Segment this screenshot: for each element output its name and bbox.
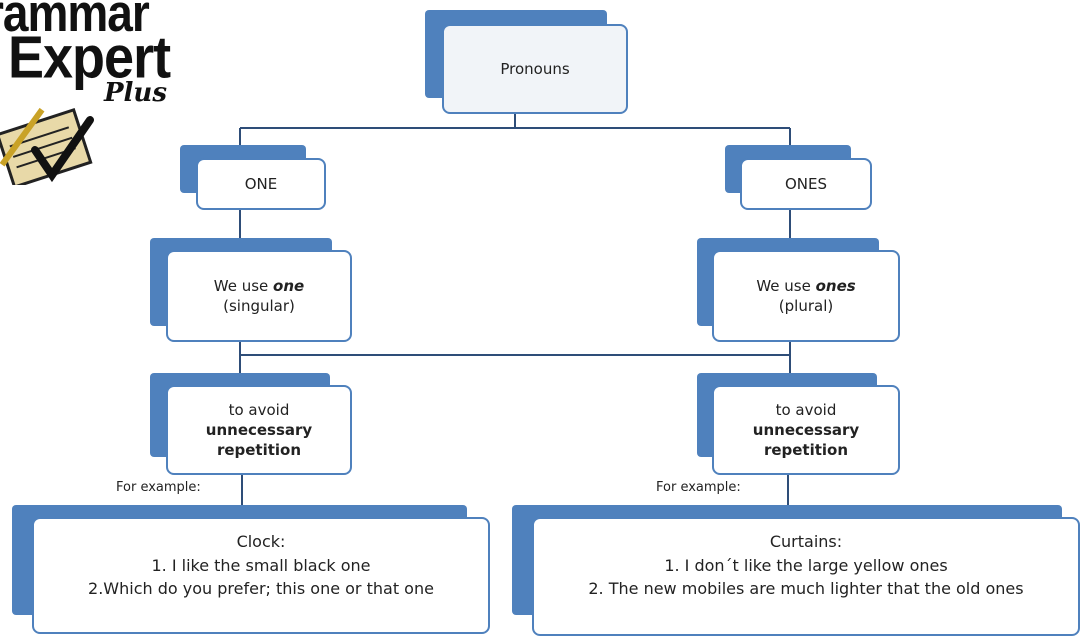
- use-one-line1: We use one: [214, 276, 304, 296]
- for-example-left-label: For example:: [116, 480, 201, 495]
- logo-text-line1: rammar: [0, 0, 150, 43]
- example-right-heading: Curtains:: [769, 532, 843, 551]
- use-ones-note: (plural): [778, 297, 834, 315]
- use-one-note: (singular): [223, 297, 295, 315]
- for-example-right-label: For example:: [656, 480, 741, 495]
- purpose-left-line2: unnecessary: [205, 421, 313, 439]
- example-left-line1: 1. I like the small black one: [151, 556, 371, 575]
- ones-title: ONES: [784, 175, 828, 193]
- use-ones-prefix: We use: [756, 277, 816, 295]
- purpose-right-line2: unnecessary: [752, 421, 860, 439]
- use-ones-node: We use ones (plural): [712, 250, 900, 342]
- example-right-line1: 1. I don´t like the large yellow ones: [664, 556, 948, 575]
- one-node: ONE: [196, 158, 326, 210]
- use-one-word: one: [273, 277, 305, 295]
- root-label: Pronouns: [500, 60, 570, 78]
- logo-text-line3: Plus: [104, 78, 167, 108]
- use-ones-word: ones: [815, 277, 856, 295]
- example-left-node: Clock: 1. I like the small black one 2.W…: [32, 517, 490, 634]
- purpose-right-line1: to avoid: [775, 401, 837, 419]
- use-ones-line1: We use ones: [756, 276, 855, 296]
- example-right-node: Curtains: 1. I don´t like the large yell…: [532, 517, 1080, 636]
- example-right-line2: 2. The new mobiles are much lighter that…: [588, 579, 1024, 598]
- purpose-right-node: to avoid unnecessary repetition: [712, 385, 900, 475]
- example-left-line2: 2.Which do you prefer; this one or that …: [88, 579, 434, 598]
- purpose-left-line3: repetition: [216, 441, 302, 459]
- ones-node: ONES: [740, 158, 872, 210]
- use-one-prefix: We use: [213, 277, 274, 295]
- example-left-heading: Clock:: [236, 532, 286, 551]
- root-node: Pronouns: [442, 24, 628, 114]
- notepad-checkmark-icon: [0, 107, 94, 185]
- use-one-node: We use one (singular): [166, 250, 352, 342]
- logo-text-line2: Expert: [8, 24, 171, 91]
- purpose-left-line1: to avoid: [228, 401, 290, 419]
- purpose-left-node: to avoid unnecessary repetition: [166, 385, 352, 475]
- grammar-expert-plus-logo: rammar Expert Plus: [0, 0, 185, 185]
- one-title: ONE: [244, 175, 278, 193]
- purpose-right-line3: repetition: [763, 441, 849, 459]
